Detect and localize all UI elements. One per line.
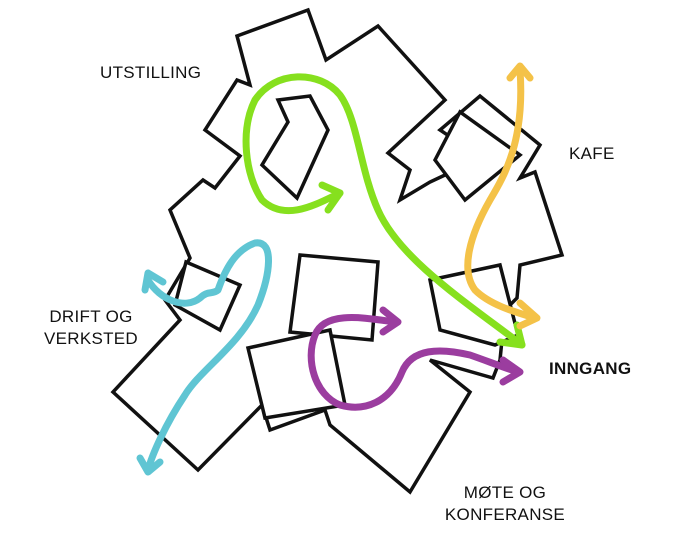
inner-square-lower bbox=[245, 327, 348, 420]
purple-route-arrow bbox=[307, 314, 522, 411]
cyan-arrowhead-up bbox=[141, 269, 167, 294]
label-kafe: KAFE bbox=[569, 144, 615, 163]
yellow-arrowhead-cafe bbox=[506, 62, 534, 82]
purple-arrowhead-top bbox=[379, 306, 402, 336]
inner-square-cafe bbox=[432, 109, 523, 203]
green-arrowhead-entrance bbox=[496, 321, 526, 349]
yellow-arrowhead-entrance bbox=[516, 299, 541, 330]
label-mote-line1: MØTE OG bbox=[463, 483, 547, 502]
label-mote-og-konferanse: MØTE OG KONFERANSE bbox=[430, 482, 580, 526]
purple-arrowhead-entrance bbox=[499, 356, 524, 386]
label-drift-line1: DRIFT OG bbox=[49, 307, 133, 326]
yellow-route-arrow bbox=[464, 66, 539, 322]
label-drift-line2: VERKSTED bbox=[43, 329, 139, 348]
label-utstilling: UTSTILLING bbox=[100, 63, 202, 82]
inner-square-center bbox=[288, 253, 380, 342]
label-drift-og-verksted: DRIFT OG VERKSTED bbox=[36, 306, 146, 350]
green-arrowhead-exhibit bbox=[318, 181, 344, 214]
inner-square-exhibit bbox=[259, 94, 330, 201]
cyan-route-arrow bbox=[144, 239, 272, 474]
label-mote-line2: KONFERANSE bbox=[444, 505, 566, 524]
cyan-arrowhead-down bbox=[136, 454, 164, 476]
label-inngang: INNGANG bbox=[549, 359, 632, 378]
green-route-arrow bbox=[242, 73, 526, 349]
